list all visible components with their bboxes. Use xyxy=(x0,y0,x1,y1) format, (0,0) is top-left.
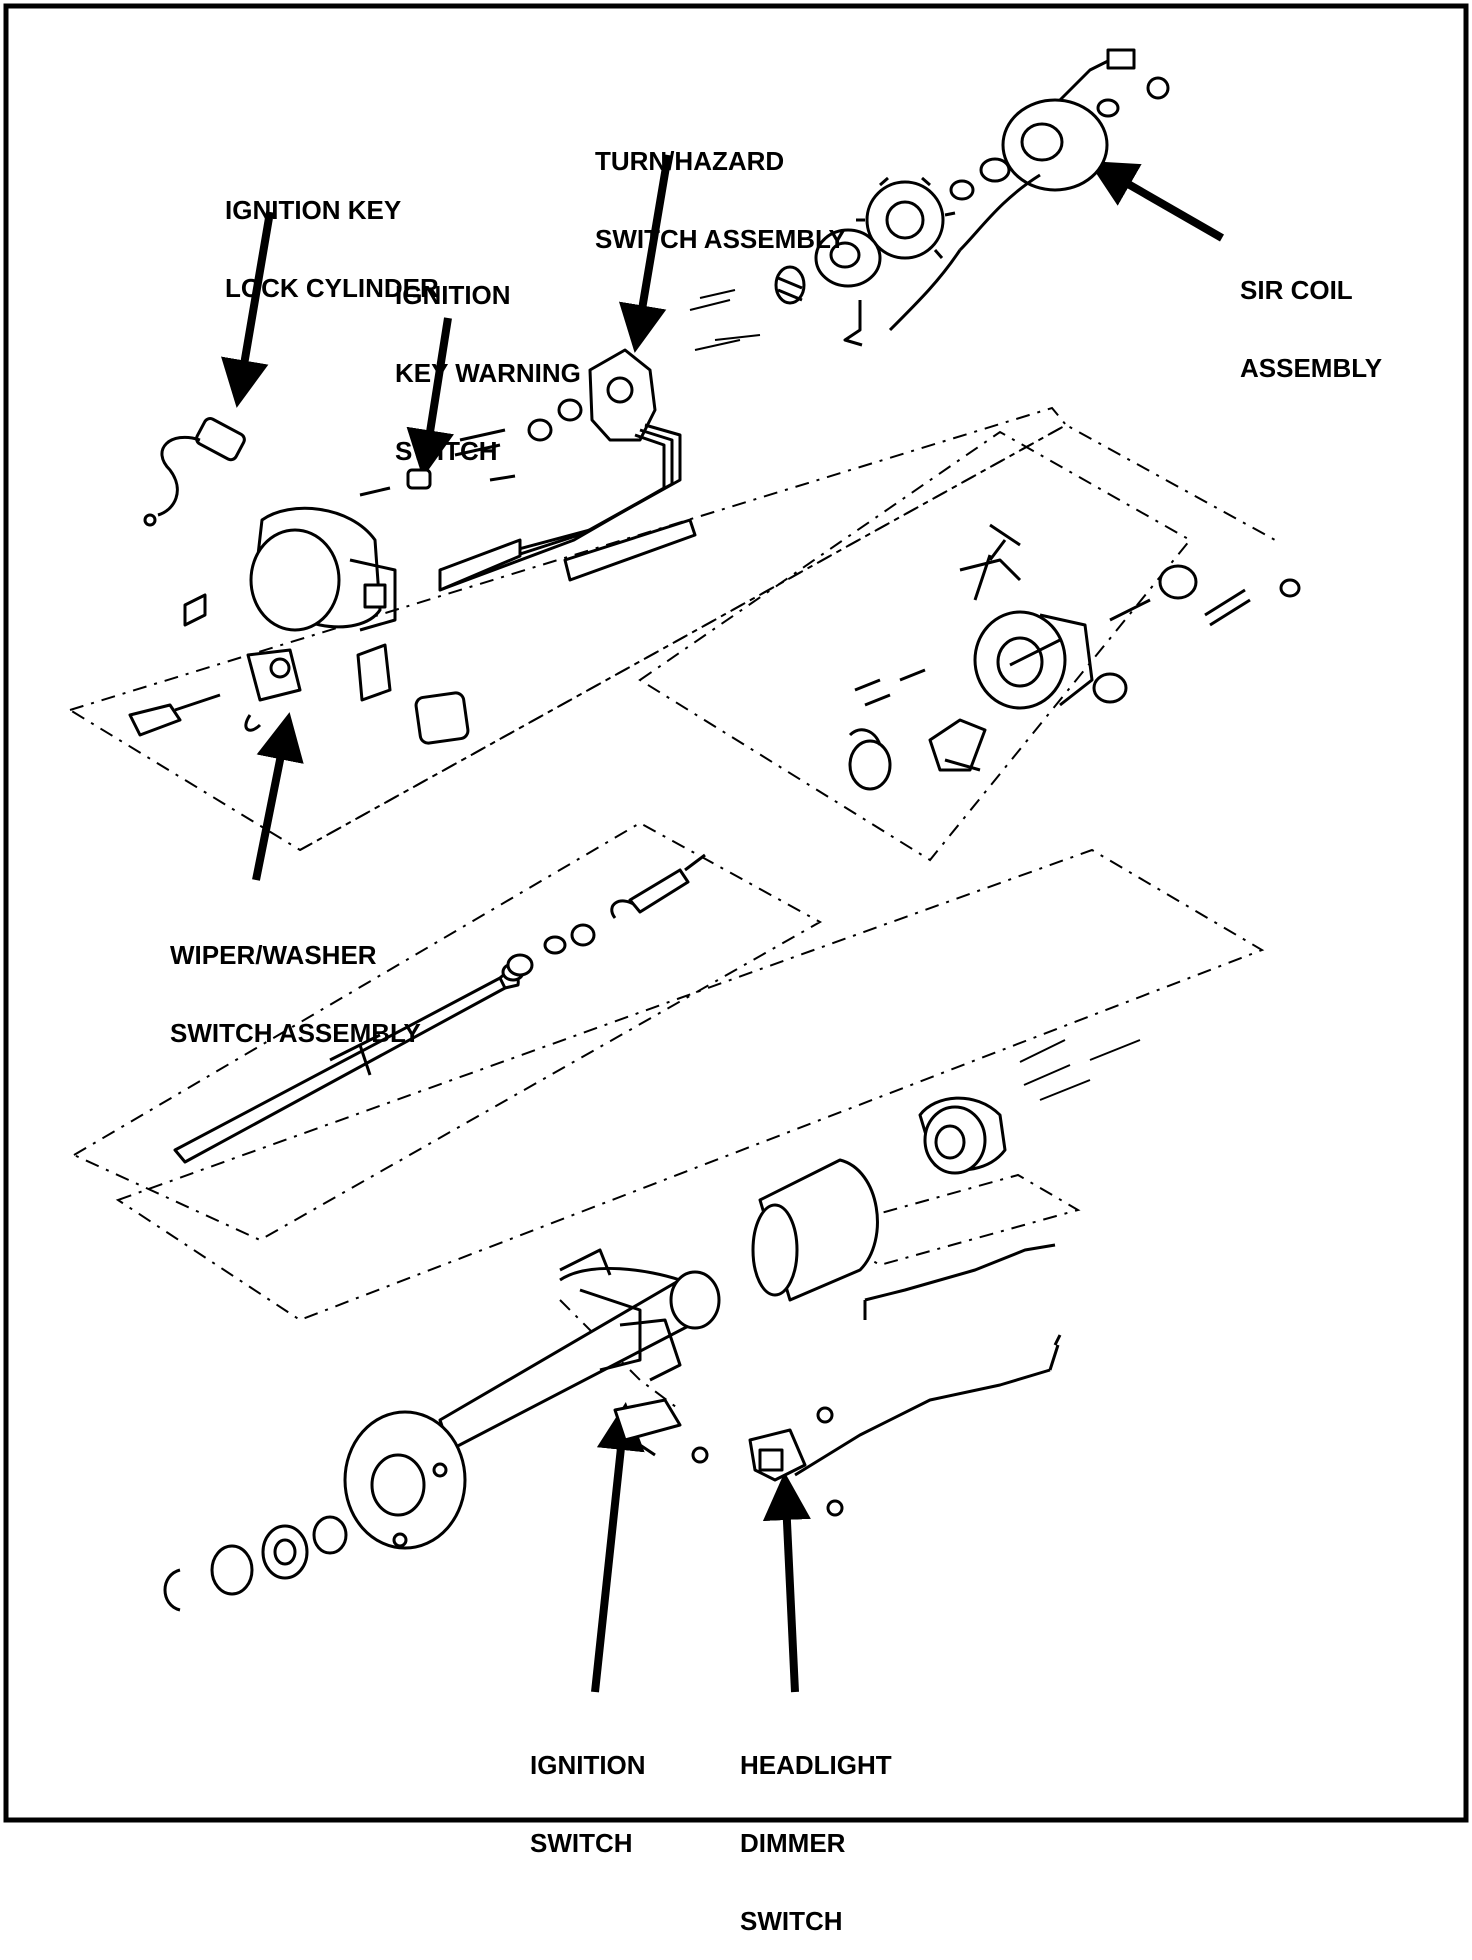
cancel-cam-part xyxy=(814,228,882,288)
arrow-ignition-key-warning-switch xyxy=(406,317,454,478)
parts xyxy=(128,48,1301,1612)
label-sir-coil-assembly: SIR COIL ASSEMBLY xyxy=(1240,225,1382,407)
diagram-frame: IGNITION KEY LOCK CYLINDER IGNITION KEY … xyxy=(3,3,1469,1934)
shroud-tube-part xyxy=(751,1158,879,1302)
screws-upper xyxy=(689,289,761,351)
arrow-ignition-switch xyxy=(591,1402,645,1693)
label-line: LOCK CYLINDER xyxy=(225,273,439,303)
headlight-dimmer-switch-part xyxy=(748,1406,844,1517)
lower-housing-part xyxy=(918,1096,1007,1175)
label-line: SWITCH xyxy=(395,436,498,466)
switch-housing-part xyxy=(848,523,1301,791)
label-ignition-key-lock-cylinder: IGNITION KEY LOCK CYLINDER xyxy=(225,145,439,327)
label-line: SWITCH xyxy=(740,1906,843,1936)
label-line: KEY WARNING xyxy=(395,358,581,388)
upper-housing-part xyxy=(249,506,397,632)
switch-housing-group xyxy=(638,430,1192,862)
label-line: SIR COIL xyxy=(1240,275,1353,305)
label-line: SWITCH xyxy=(530,1828,633,1858)
turn-hazard-switch-part xyxy=(439,348,682,592)
label-line: WIPER/WASHER xyxy=(170,940,377,970)
arrow-turn-hazard-switch xyxy=(618,154,672,353)
label-turn-hazard-switch-assembly: TURN/HAZARD SWITCH ASSEMBLY xyxy=(595,96,846,278)
small-clip xyxy=(183,593,207,627)
label-wiper-washer-switch-assembly: WIPER/WASHER SWITCH ASSEMBLY xyxy=(170,890,421,1072)
spring-part xyxy=(774,265,806,305)
upper-housing-group-inner xyxy=(299,423,1276,851)
label-line: IGNITION KEY xyxy=(225,195,402,225)
exploded-view-svg xyxy=(3,3,1469,1823)
label-line: DIMMER xyxy=(740,1828,846,1858)
callout-arrows xyxy=(221,154,1224,1693)
arrow-sir-coil xyxy=(1088,161,1224,242)
arrow-wiper-washer-switch xyxy=(252,712,304,881)
arrow-headlight-dimmer-switch xyxy=(762,1472,811,1693)
steering-shaft-group xyxy=(71,821,823,1242)
lower-bearing-flange xyxy=(343,1410,467,1550)
upper-housing-group xyxy=(67,406,1068,852)
ignition-switch-link xyxy=(559,1299,681,1411)
label-ignition-key-warning-switch: IGNITION KEY WARNING SWITCH xyxy=(395,230,581,490)
label-line: HEADLIGHT xyxy=(740,1750,892,1780)
wiper-washer-switch-part xyxy=(128,648,302,737)
washers-small xyxy=(359,398,583,497)
sir-coil-assembly-part xyxy=(888,48,1170,332)
label-line: TURN/HAZARD xyxy=(595,146,785,176)
label-line: ASSEMBLY xyxy=(1240,353,1383,383)
dimmer-rod-part xyxy=(794,1243,1062,1477)
outer-border xyxy=(3,3,1469,1823)
label-headlight-dimmer-switch: HEADLIGHT DIMMER SWITCH xyxy=(740,1700,892,1960)
ignition-key-lock-cylinder-part xyxy=(143,417,246,527)
label-line: SWITCH ASSEMBLY xyxy=(595,224,846,254)
pivot-switch-bracket xyxy=(356,643,470,745)
key-warning-switch-part xyxy=(406,468,432,490)
label-line: IGNITION xyxy=(395,280,511,310)
label-line: IGNITION xyxy=(530,1750,646,1780)
bolts-lower xyxy=(1019,1039,1141,1101)
label-line: SWITCH ASSEMBLY xyxy=(170,1018,421,1048)
wire-harness-small xyxy=(843,300,863,347)
ignition-switch-part xyxy=(609,1398,709,1464)
steering-shaft-part xyxy=(173,853,706,1164)
toothed-ring-part xyxy=(856,176,956,264)
arrow-ignition-key-lock-cylinder xyxy=(221,211,274,408)
mast-jacket-group xyxy=(115,848,1265,1322)
shroud-parts xyxy=(438,518,697,592)
label-ignition-switch: IGNITION SWITCH xyxy=(530,1700,646,1882)
bearings-lower xyxy=(163,1515,348,1612)
